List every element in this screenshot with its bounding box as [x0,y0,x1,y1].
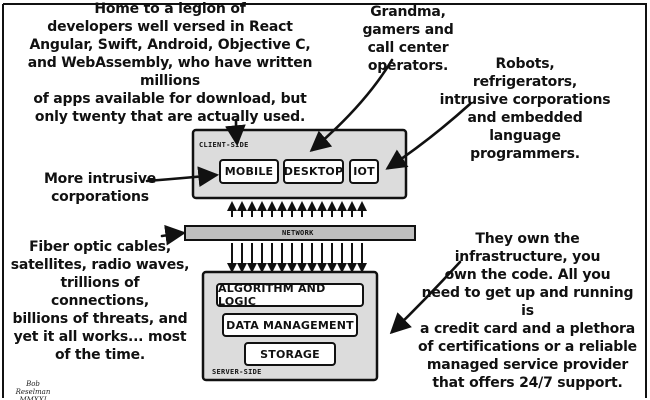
network-label: NETWORK [282,229,314,237]
algorithm-logic-box: ALGORITHM AND LOGIC [216,282,364,308]
arrow-robots [385,102,472,170]
fiber-annotation: Fiber optic cables, satellites, radio wa… [10,239,190,363]
frame [2,3,647,398]
robots-annotation: Robots, refrigerators, intrusive corpora… [439,56,611,162]
developers-annotation: Home to a legion of developers well vers… [27,1,313,125]
artist-signature: Bob Reselman MMXXI [15,380,51,400]
mobile-box: MOBILE [219,159,279,184]
desktop-box: DESKTOP [283,159,344,184]
client-side-label: CLIENT-SIDE [199,141,249,149]
arrow-intrusive [145,166,220,188]
storage-box: STORAGE [244,342,336,366]
arrow-developers [225,118,246,147]
iot-box: IOT [349,159,379,184]
data-management-box: DATA MANAGEMENT [222,313,358,337]
infrastructure-annotation: They own the infrastructure, you own the… [418,231,637,391]
annotation-arrows [145,58,472,335]
arrow-grandma [309,58,394,153]
arrow-fiber [160,224,187,246]
server-side-label: SERVER-SIDE [212,368,262,376]
arrow-infrastructure [389,260,462,335]
grandma-annotation: Grandma, gamers and call center operator… [362,4,454,74]
network-arrows [227,201,367,273]
intrusive-annotation: More intrusive corporations [43,171,157,205]
